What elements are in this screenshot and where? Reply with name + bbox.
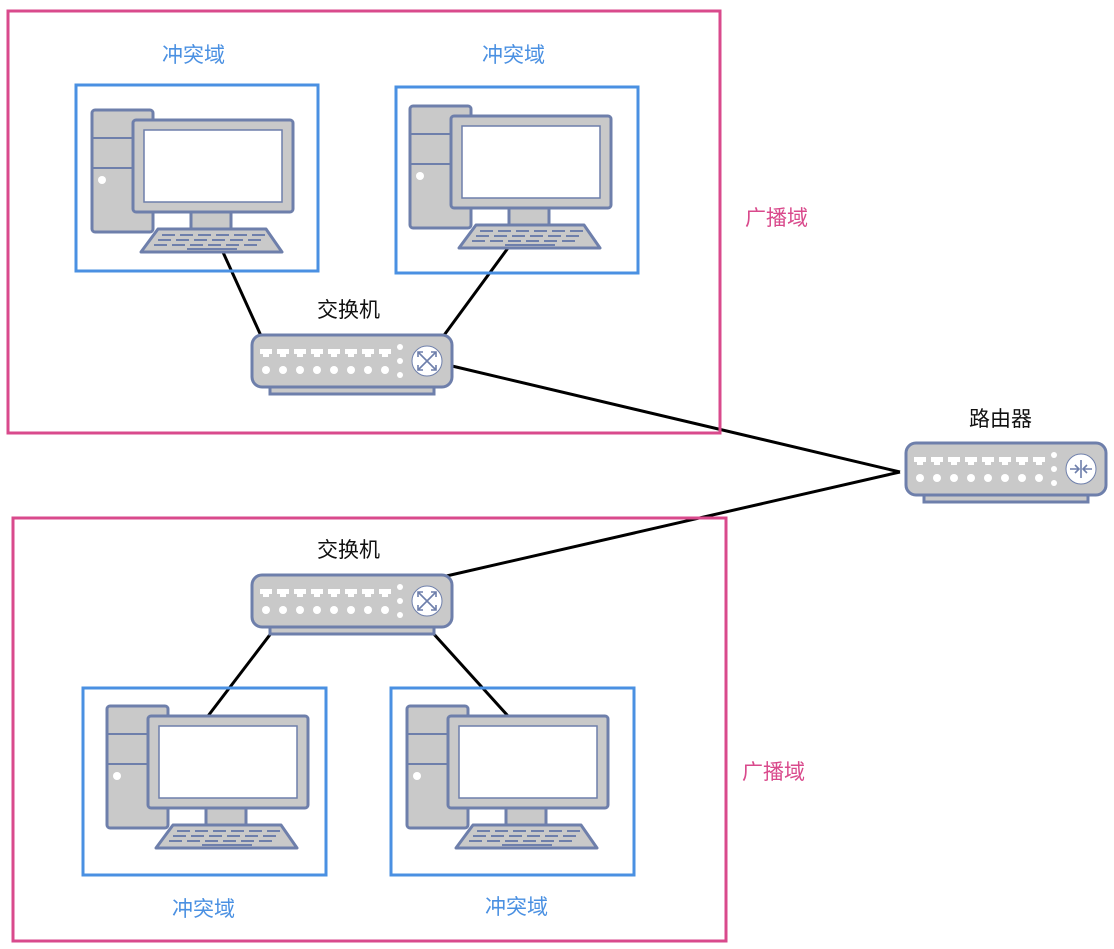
switch-arrows-icon xyxy=(411,345,443,377)
router xyxy=(904,441,1108,504)
desktop-computer-icon xyxy=(105,704,310,850)
switch-1 xyxy=(250,333,454,396)
switch-label-1: 交换机 xyxy=(317,298,380,322)
switch-label-2: 交换机 xyxy=(317,538,380,562)
devices xyxy=(90,104,1108,850)
collision-domain-2 xyxy=(394,85,640,275)
link-5 xyxy=(206,631,274,717)
broadcast-domain-2 xyxy=(11,516,728,943)
switch-2 xyxy=(250,573,454,636)
link-3 xyxy=(451,364,901,474)
domains xyxy=(6,9,728,943)
collision-domain-label-1: 冲突域 xyxy=(162,43,225,67)
switch-arrows-icon xyxy=(411,585,443,617)
link-2 xyxy=(440,247,510,339)
collision-domain-4 xyxy=(389,686,636,877)
router-label: 路由器 xyxy=(969,407,1032,431)
link-1 xyxy=(220,249,264,339)
router-arrows-icon xyxy=(1065,453,1097,485)
broadcast-domain-label-2: 广播域 xyxy=(742,760,805,784)
collision-domain-label-4: 冲突域 xyxy=(485,895,548,919)
desktop-computer-icon xyxy=(90,108,295,254)
link-6 xyxy=(430,630,510,718)
broadcast-domain-1 xyxy=(6,9,722,435)
links xyxy=(206,247,901,718)
collision-domain-1 xyxy=(74,83,320,273)
collision-domain-label-3: 冲突域 xyxy=(172,897,235,921)
collision-domain-label-2: 冲突域 xyxy=(482,43,545,67)
link-4 xyxy=(441,470,901,579)
desktop-computer-icon xyxy=(408,104,613,250)
collision-domain-3 xyxy=(81,686,328,877)
desktop-computer-icon xyxy=(405,704,610,850)
broadcast-domain-label-1: 广播域 xyxy=(745,206,808,230)
